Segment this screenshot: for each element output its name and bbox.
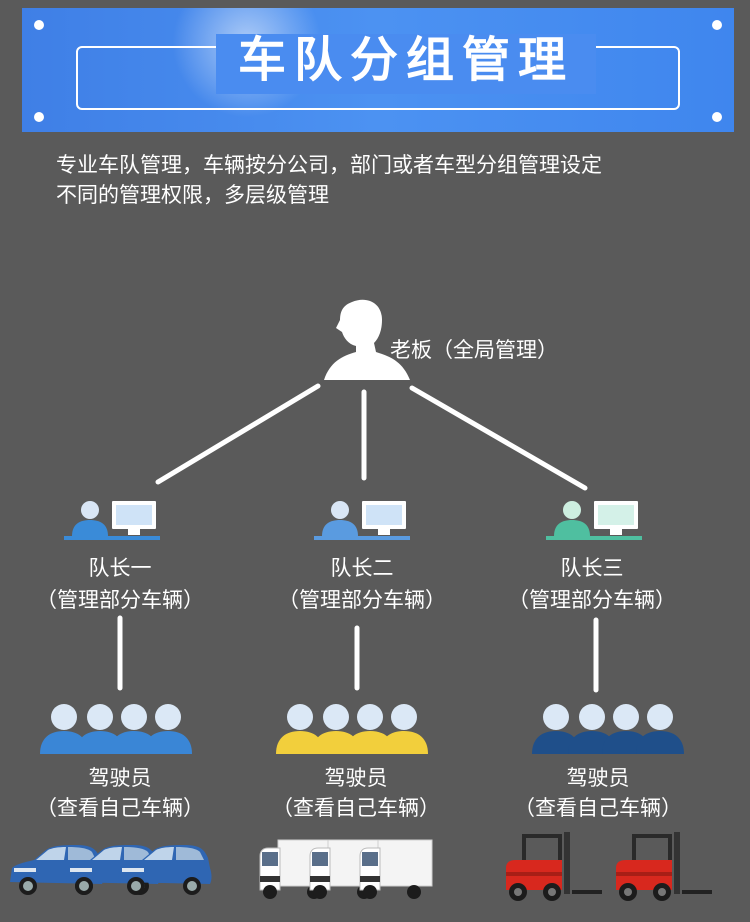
drivers2-group-icon — [274, 700, 434, 756]
captain2-role: （管理部分车辆） — [264, 584, 460, 614]
captain3-role: （管理部分车辆） — [494, 584, 690, 614]
drivers3-name: 驾驶员 — [498, 762, 698, 792]
captain1-name: 队长一 — [22, 552, 218, 582]
boss-label: 老板（全局管理） — [390, 334, 558, 364]
truck-icon — [256, 830, 436, 902]
captain2-name: 队长二 — [264, 552, 460, 582]
drivers1-name: 驾驶员 — [20, 762, 220, 792]
drivers1-role: （查看自己车辆） — [20, 792, 220, 822]
car-icon — [6, 832, 216, 898]
drivers1-group-icon — [38, 700, 198, 756]
captain2-user-computer-icon — [312, 498, 412, 544]
drivers3-group-icon — [530, 700, 690, 756]
drivers2-role: （查看自己车辆） — [256, 792, 456, 822]
captain1-role: （管理部分车辆） — [22, 584, 218, 614]
forklift-icon — [500, 826, 730, 904]
drivers3-role: （查看自己车辆） — [498, 792, 698, 822]
connector-boss-captain1 — [158, 386, 318, 482]
captain3-user-computer-icon — [544, 498, 644, 544]
connector-boss-captain3 — [412, 388, 585, 488]
drivers2-name: 驾驶员 — [256, 762, 456, 792]
captain3-name: 队长三 — [494, 552, 690, 582]
captain1-user-computer-icon — [62, 498, 162, 544]
